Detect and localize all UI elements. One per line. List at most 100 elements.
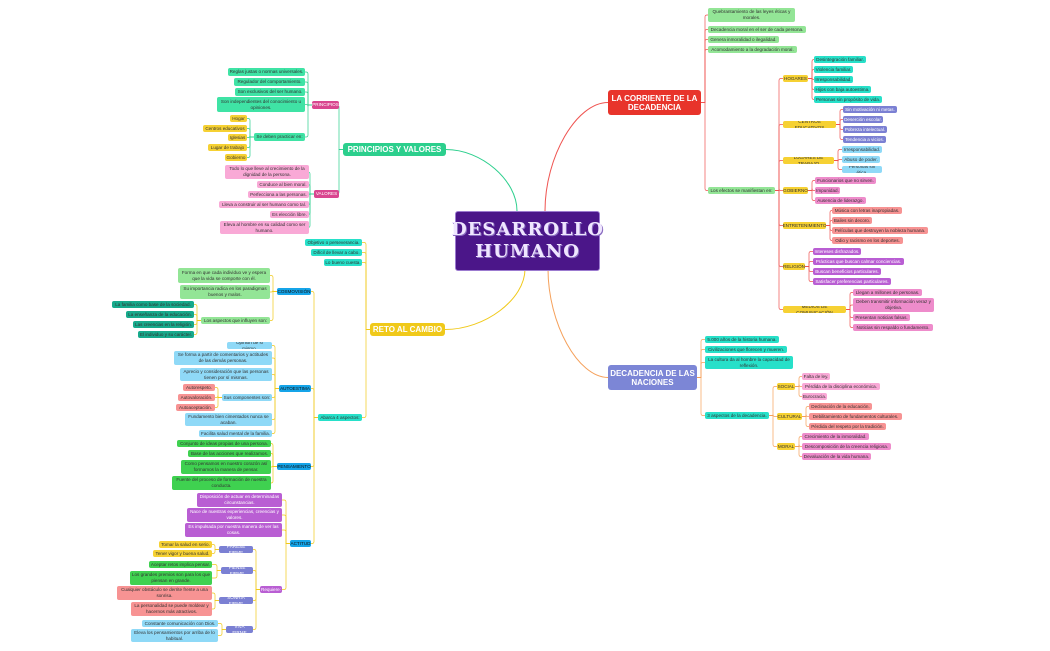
node-eleva-al-hombre-en-su-calidad-como-ser-h[interactable]: Eleva al hombre en su calidad como ser h… <box>220 221 309 234</box>
node-lugares-de-trabajo[interactable]: LUGARES DE TRABAJO <box>783 157 834 164</box>
node-los-aspectos-que-influyen-son[interactable]: Los aspectos que influyen son: <box>201 317 270 324</box>
node-es-impulsada-por-nuestra-manera-de-ver-l[interactable]: Es impulsada por nuestra manera de ver l… <box>185 523 282 537</box>
node-personas-sin-etica[interactable]: Personas sin ética. <box>842 166 882 173</box>
node-la-cultura-da-al-hombre-la-capacidad-de-[interactable]: La cultura da al hombre la capacidad de … <box>705 356 793 369</box>
node-el-individuo-y-su-caracter[interactable]: El individuo y su carácter. <box>138 331 194 338</box>
node-ausencia-de-liderazgo[interactable]: Ausencia de liderazgo. <box>815 197 866 204</box>
node-dificil-de-llevar-a-cabo[interactable]: Difícil de llevar a cabo. <box>311 249 362 256</box>
node-perdida-del-respeto-por-la-tradicion[interactable]: Pérdida del respeto por la tradición. <box>809 423 886 430</box>
node-son-exclusivos-del-ser-humano[interactable]: Son exclusivos del ser humano. <box>235 88 305 96</box>
node-iglesias[interactable]: Iglesias <box>228 134 247 141</box>
node-es-eleccion-libre[interactable]: Es elección libre. <box>270 211 309 218</box>
node-perdida-de-la-disciplina-economica[interactable]: Pérdida de la disciplina económica. <box>802 383 880 390</box>
node-parese-firme[interactable]: PÁRESE FIRME <box>219 546 253 553</box>
node-sus-componentes-son[interactable]: Sus componentes son: <box>222 394 272 401</box>
node-quebrantamiento-de-las-leyes-eticas-y-mo[interactable]: Quebrantamiento de las leyes éticas y mo… <box>708 8 795 22</box>
node-violencia-familiar[interactable]: Violencia familiar. <box>814 66 853 73</box>
node-centros-educativos[interactable]: Centros educativos <box>203 125 247 132</box>
node-genera-inmoralidad-o-ilegalidad[interactable]: Genera inmoralidad o ilegalidad. <box>708 36 779 43</box>
node-acomodamiento-a-la-degradacion-moral[interactable]: Acomodamiento a la degradación moral. <box>708 46 797 53</box>
node-aprecio-y-consideracion-que-las-personas[interactable]: Aprecio y consideración que las personas… <box>180 368 272 381</box>
node-conjunto-de-ideas-propias-de-una-persona[interactable]: Conjunto de ideas propias de una persona… <box>177 440 271 447</box>
node-facilita-salud-mental-de-la-familia[interactable]: Facilita salud mental de la familia. <box>199 430 272 437</box>
node-base-de-las-acciones-que-realizamos[interactable]: Base de las acciones que realizamos. <box>188 450 271 457</box>
node-bailes-sin-decoro[interactable]: Bailes sin decoro. <box>832 217 872 224</box>
node-sin-motivacion-ni-metas[interactable]: Sin motivación ni metas. <box>843 106 897 113</box>
node-se-deben-practicar-en[interactable]: Se deben practicar en: <box>254 133 305 141</box>
node-odio-y-racismo-en-los-deportes[interactable]: Odio y racismo en los deportes. <box>832 237 903 244</box>
node-gobierno[interactable]: Gobierno <box>225 154 247 161</box>
node-pensamiento[interactable]: PENSAMIENTO <box>277 463 311 470</box>
node-religion[interactable]: RELIGIÓN <box>783 263 805 270</box>
node-centros-educativos[interactable]: CENTROS EDUCATIVOS <box>783 121 836 128</box>
node-objetivo-o-perseverancia[interactable]: Objetivo o perseverancia. <box>305 239 362 246</box>
node-eleva-los-pensamientos-por-arriba-de-lo-[interactable]: Eleva los pensamientos por arriba de lo … <box>131 629 218 642</box>
node-son-independientes-del-conocimiento-u-op[interactable]: Son independientes del conocimiento u op… <box>217 97 305 112</box>
node-desintegracion-familiar[interactable]: Desintegración familiar. <box>814 56 866 63</box>
node-hogar[interactable]: Hogar <box>230 115 247 122</box>
node-civilizaciones-que-florecen-y-mueren[interactable]: Civilizaciones que florecen y mueren. <box>705 346 787 353</box>
node-medios-de-comunicacion[interactable]: MEDIOS DE COMUNICACIÓN <box>783 306 846 313</box>
node-opinion-de-si-mismo[interactable]: Opinión de sí mismo. <box>227 342 272 349</box>
node-peliculas-que-destruyen-la-nobleza-human[interactable]: Películas que destruyen la nobleza human… <box>832 227 928 234</box>
node-moral[interactable]: MORAL <box>777 443 795 450</box>
node-descomposicion-de-la-creencia-religiosa[interactable]: Descomposición de la creencia religiosa. <box>802 443 891 450</box>
node-cosmovision[interactable]: COSMOVISIÓN <box>277 288 311 295</box>
node-sonria-firme[interactable]: SONRÍA FIRME <box>219 597 253 604</box>
node-valores[interactable]: VALORES <box>314 190 339 198</box>
node-5-000-anos-de-la-historia-humana[interactable]: 5.000 años de la historia humana. <box>705 336 779 343</box>
node-3-aspectos-de-la-decadencia[interactable]: 3 aspectos de la decadencia. <box>705 412 769 419</box>
node-impunidad[interactable]: Impunidad. <box>815 187 840 194</box>
central-topic[interactable]: DESARROLLO HUMANO <box>451 211 603 271</box>
node-practicas-que-buscan-calmar-conciencias[interactable]: Prácticas que buscan calmar conciencias. <box>813 258 904 265</box>
node-conduce-al-bien-moral[interactable]: Conduce al bien moral. <box>257 181 309 188</box>
node-hogares[interactable]: HOGARES <box>783 75 808 82</box>
node-buscan-beneficios-particulares[interactable]: Buscan beneficios particulares. <box>813 268 881 275</box>
node-autoestima[interactable]: AUTOESTIMA <box>279 385 311 392</box>
node-aceptar-retos-implica-pensar[interactable]: Aceptar retos implica pensar. <box>149 561 212 568</box>
node-tener-vigor-y-buena-salud[interactable]: Tener vigor y buena salud. <box>153 550 212 557</box>
node-forma-en-que-cada-individuo-ve-y-espera-[interactable]: Forma en que cada individuo ve y espera … <box>178 268 270 283</box>
node-deben-transmitir-informacion-veraz-y-obj[interactable]: Deben transmitir información veraz y obj… <box>853 298 934 312</box>
node-crecimiento-de-la-inmoralidad[interactable]: Crecimiento de la inmoralidad. <box>802 433 869 440</box>
node-autoaceptacion[interactable]: Autoaceptación. <box>176 404 215 411</box>
node-su-importancia-radica-en-los-paradigmas-[interactable]: Su importancia radica en los paradigmas … <box>180 285 270 299</box>
node-las-creencias-en-la-religion[interactable]: Las creencias en la religión. <box>133 321 194 328</box>
node-los-grandes-premios-son-para-los-que-pie[interactable]: Los grandes premios son para los que pie… <box>130 571 212 585</box>
node-abuso-de-poder[interactable]: Abuso de poder. <box>842 156 880 163</box>
node-constante-comunicacion-con-dios[interactable]: Constante comunicación con Dios. <box>142 620 218 627</box>
node-piense-firme[interactable]: PIENSE FIRME <box>221 567 253 574</box>
node-llegan-a-millones-de-personas[interactable]: Llegan a millones de personas. <box>853 289 922 296</box>
node-regulador-del-comportamiento[interactable]: Regulador del comportamiento. <box>234 78 305 86</box>
node-irresponsabilidad[interactable]: Irresponsabilidad. <box>842 146 882 153</box>
node-fuente-del-proceso-de-formacion-de-nuest[interactable]: Fuente del proceso de formación de nuest… <box>172 476 271 490</box>
node-se-forma-a-partir-de-comentarios-y-actit[interactable]: Se forma a partir de comentarios y actit… <box>174 351 272 365</box>
branch-decadencia-de-las-naciones[interactable]: DECADENCIA DE LAS NACIONES <box>608 365 697 390</box>
node-como-pensamos-en-nuestro-corazon-asi-for[interactable]: Como pensamos en nuestro corazón así for… <box>181 460 271 474</box>
node-reglas-justas-o-normas-universales[interactable]: Reglas justas o normas universales. <box>228 68 305 76</box>
branch-reto-al-cambio[interactable]: RETO AL CAMBIO <box>370 323 445 336</box>
node-hijos-con-baja-autoestima[interactable]: Hijos con baja autoestima. <box>814 86 871 93</box>
node-la-ensenanza-de-la-educacion[interactable]: La enseñanza de la educación. <box>126 311 194 318</box>
node-personas-sin-proposito-de-vida[interactable]: Personas sin propósito de vida. <box>814 96 882 103</box>
node-desercion-escolar[interactable]: Deserción escolar. <box>843 116 883 123</box>
node-la-personalidad-se-puede-moldear-y-hacer[interactable]: La personalidad se puede moldear y hacer… <box>131 602 212 616</box>
node-funcionarios-que-no-sirven[interactable]: Funcionarios que no sirven. <box>815 177 876 184</box>
node-requiere[interactable]: Requiere: <box>260 586 282 593</box>
node-los-efectos-se-manifiestan-en[interactable]: Los efectos se manifiestan en: <box>708 187 775 194</box>
node-fundamento-bien-cimentados-nunca-se-acab[interactable]: Fundamento bien cimentados nunca se acab… <box>185 413 272 426</box>
node-cualquier-obstaculo-se-derrite-frente-a-[interactable]: Cualquier obstáculo se derrite frente a … <box>117 586 212 600</box>
node-autorespeto[interactable]: Autorespeto. <box>183 384 215 391</box>
node-falta-de-ley[interactable]: Falta de ley. <box>802 373 830 380</box>
node-debilitamiento-de-fundamentos-culturales[interactable]: Debilitamiento de fundamentos culturales… <box>809 413 902 420</box>
node-lugar-de-trabajo[interactable]: Lugar de trabajo <box>208 144 247 151</box>
node-perfecciona-a-las-personas[interactable]: Perfecciona a las personas. <box>248 191 309 198</box>
node-entretenimiento[interactable]: ENTRETENIMIENTO <box>783 222 826 229</box>
node-tomar-la-salud-en-serio[interactable]: Tomar la salud en serio. <box>159 541 212 548</box>
node-irresponsabilidad[interactable]: Irresponsabilidad. <box>814 76 853 83</box>
node-noticias-sin-respaldo-o-fundamento[interactable]: Noticias sin respaldo o fundamento. <box>853 324 933 331</box>
node-principios[interactable]: PRINCIPIOS <box>312 101 339 109</box>
node-autovaloracion[interactable]: Autovaloración. <box>178 394 215 401</box>
node-decadencia-moral-en-el-ser-de-cada-perso[interactable]: Decadencia moral en el ser de cada perso… <box>708 26 806 33</box>
node-tendencia-a-vicios[interactable]: Tendencia a vicios. <box>843 136 886 143</box>
